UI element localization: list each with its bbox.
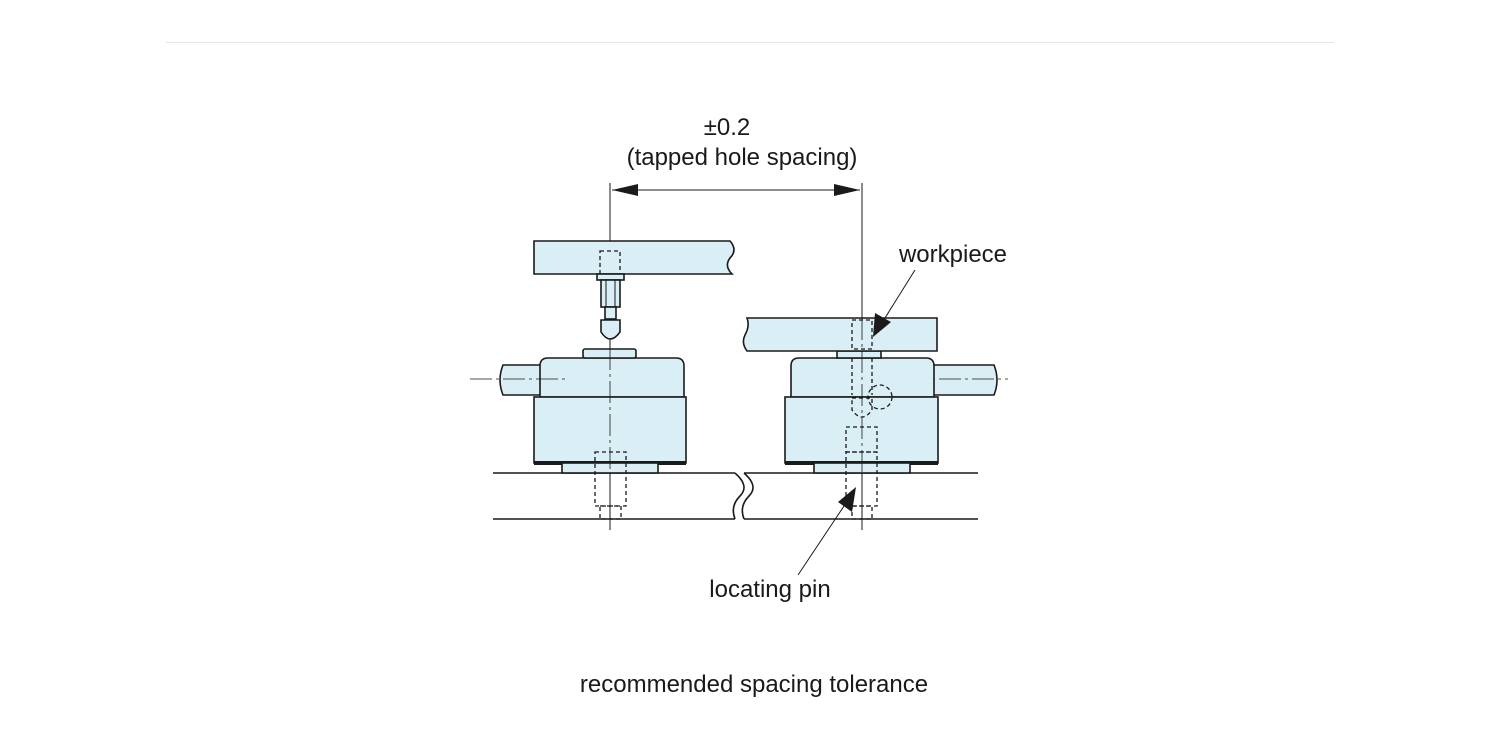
right-clamp-top	[790, 357, 935, 398]
workpiece-leader	[873, 269, 916, 337]
right-workpiece-bar	[742, 317, 938, 352]
dimension-line	[609, 183, 863, 530]
left-clamp-top	[539, 357, 685, 398]
right-clamp-body	[784, 396, 939, 464]
workpiece-label: workpiece	[898, 241, 1007, 268]
left-locating-pin-tip	[600, 319, 621, 340]
top-divider	[166, 42, 1334, 43]
locating-pin-leader	[797, 487, 856, 576]
tolerance-value-label: ±0.2	[704, 114, 751, 141]
left-assembly	[470, 240, 735, 530]
tolerance-note-label: (tapped hole spacing)	[627, 144, 858, 171]
base-plate	[493, 472, 978, 520]
dimension-arrow-right	[834, 184, 860, 196]
figure-caption: recommended spacing tolerance	[580, 671, 928, 698]
dimension-arrow-left	[612, 184, 638, 196]
left-workpiece-bar	[533, 240, 735, 275]
right-rod	[923, 364, 998, 396]
right-assembly	[742, 317, 1008, 530]
locating-pin-label: locating pin	[709, 576, 830, 603]
